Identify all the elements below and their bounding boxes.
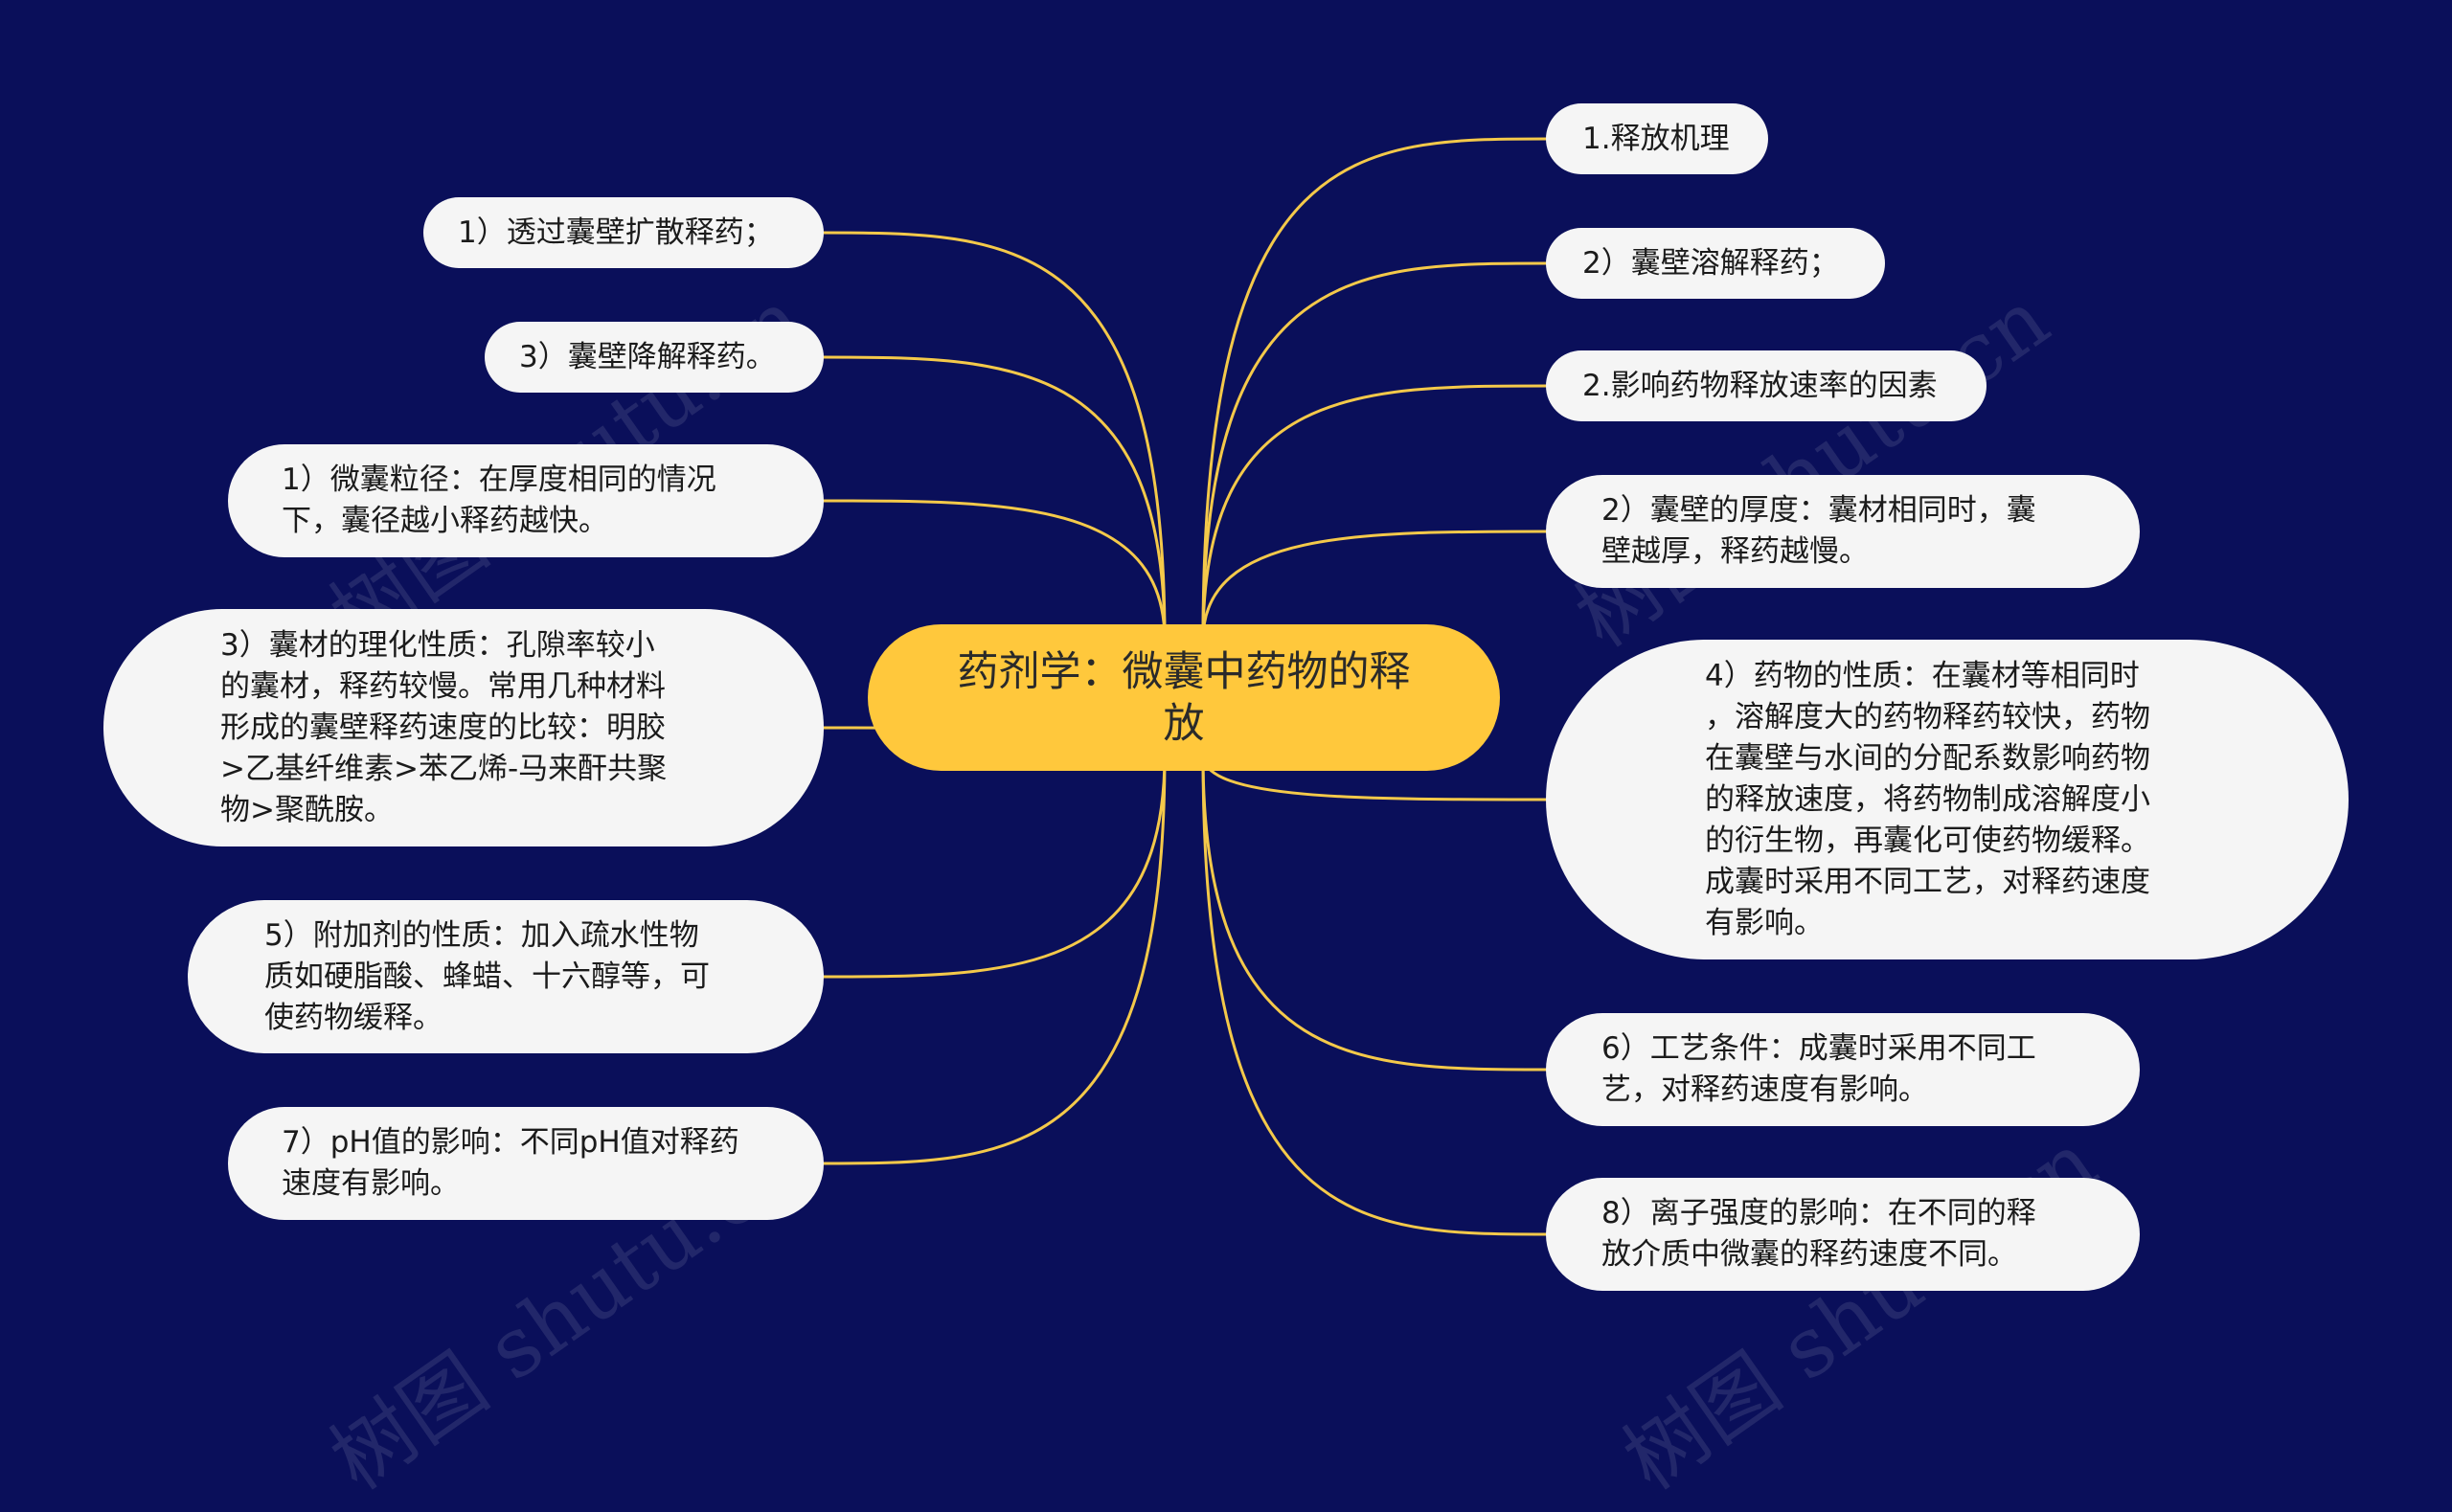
topic-label: 3）囊材的理化性质：孔隙率较小 的囊材，释药较慢。常用几种材料 形成的囊壁释药速… [220,627,668,827]
topic-label: 2.影响药物释放速率的因素 [1582,368,1938,403]
connector-line [1201,261,1549,641]
root-topic-label: 药剂学：微囊中药物的释 放 [957,647,1411,748]
connector-line [1201,755,1549,1072]
connector-line [1201,137,1549,641]
topic-label: 5）附加剂的性质：加入疏水性物 质如硬脂酸、蜂蜡、十六醇等，可 使药物缓释。 [264,917,710,1035]
topic-label: 2）囊壁溶解释药； [1582,245,1839,281]
topic-node[interactable]: 3）囊壁降解释药。 [485,322,824,393]
topic-label: 8）离子强度的影响：在不同的释 放介质中微囊的释药速度不同。 [1601,1196,2036,1272]
topic-label: 4）药物的性质：在囊材等相同时 ，溶解度大的药物释药较快，药物 在囊壁与水间的分… [1705,658,2150,940]
topic-node[interactable]: 5）附加剂的性质：加入疏水性物 质如硬脂酸、蜂蜡、十六醇等，可 使药物缓释。 [188,900,824,1053]
topic-node[interactable]: 3）囊材的理化性质：孔隙率较小 的囊材，释药较慢。常用几种材料 形成的囊壁释药速… [103,609,824,846]
connector-line [1201,384,1549,641]
topic-label: 1）透过囊壁扩散释药； [458,214,774,250]
topic-node[interactable]: 1.释放机理 [1546,103,1768,174]
topic-label: 7）pH值的影响：不同pH值对释药 速度有影响。 [282,1125,739,1201]
topic-label: 2）囊壁的厚度：囊材相同时，囊 壁越厚，释药越慢。 [1601,493,2036,569]
connector-line [821,499,1167,641]
topic-label: 3）囊壁降解释药。 [519,339,776,374]
topic-node[interactable]: 1）透过囊壁扩散释药； [423,197,824,268]
topic-node[interactable]: 1）微囊粒径：在厚度相同的情况 下，囊径越小释药越快。 [228,444,824,557]
connector-line [1201,755,1549,1236]
connector-line [1201,530,1549,641]
topic-node[interactable]: 4）药物的性质：在囊材等相同时 ，溶解度大的药物释药较快，药物 在囊壁与水间的分… [1546,640,2349,959]
connector-line [821,755,1167,1165]
connector-line [821,755,1167,979]
topic-node[interactable]: 2.影响药物释放速率的因素 [1546,350,1987,421]
topic-node[interactable]: 8）离子强度的影响：在不同的释 放介质中微囊的释药速度不同。 [1546,1178,2140,1291]
topic-node[interactable]: 2）囊壁溶解释药； [1546,228,1885,299]
topic-node[interactable]: 6）工艺条件：成囊时采用不同工 艺，对释药速度有影响。 [1546,1013,2140,1126]
connector-line [821,231,1167,641]
topic-label: 1）微囊粒径：在厚度相同的情况 下，囊径越小释药越快。 [282,463,716,538]
connector-line [821,355,1167,641]
mindmap-canvas: 树图 shutu.cn 树图 shutu.cn 树图 shutu.cn 树图 s… [103,103,2349,1508]
root-topic[interactable]: 药剂学：微囊中药物的释 放 [868,624,1500,771]
topic-node[interactable]: 7）pH值的影响：不同pH值对释药 速度有影响。 [228,1107,824,1220]
topic-label: 6）工艺条件：成囊时采用不同工 艺，对释药速度有影响。 [1601,1031,2036,1107]
topic-node[interactable]: 2）囊壁的厚度：囊材相同时，囊 壁越厚，释药越慢。 [1546,475,2140,588]
topic-label: 1.释放机理 [1582,121,1730,156]
